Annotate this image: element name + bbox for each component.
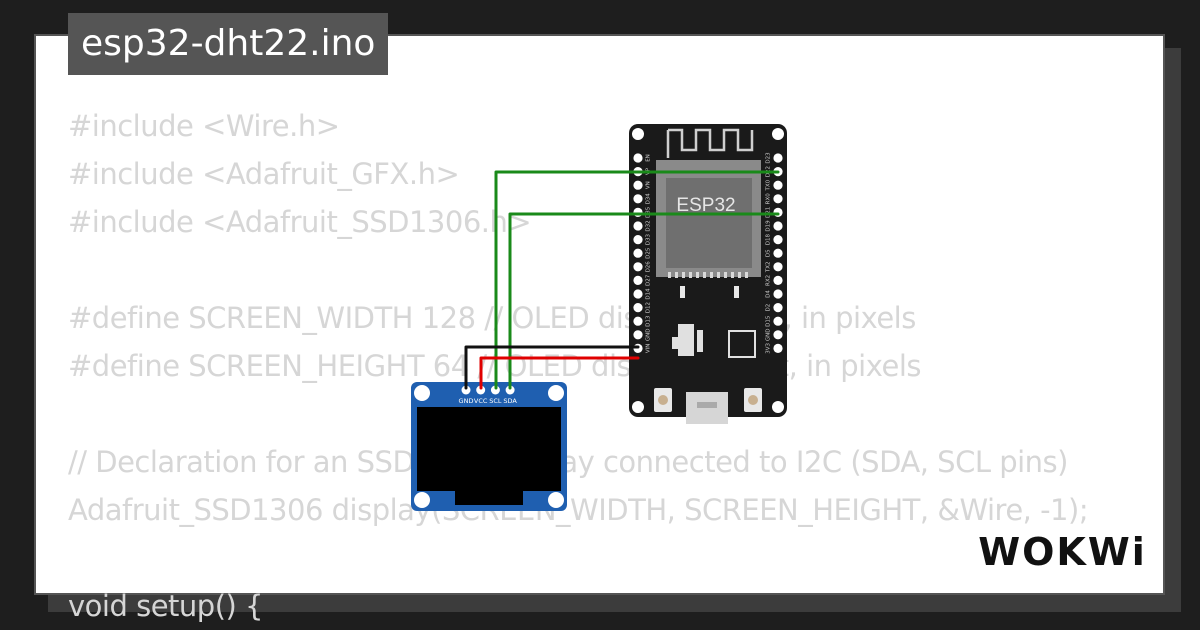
usb-uart-chip [728,330,756,358]
pin-d2[interactable] [773,303,783,313]
pin-d18[interactable] [773,235,783,245]
project-filename[interactable]: esp32-dht22.ino [68,13,389,75]
pin-en[interactable] [633,153,643,163]
pin-label: D33 [646,233,652,245]
code-line: void setup() { [68,589,264,623]
pin-label: D35 [646,206,652,218]
wires [464,170,780,390]
pin-d12[interactable] [633,303,643,313]
antenna-icon [666,128,754,158]
pin-d32[interactable] [633,221,643,231]
pin-d21[interactable] [773,207,783,217]
oled-pin-vcc[interactable] [476,385,486,395]
pin-label: D14 [646,288,652,300]
oled-pin-label: SDA [503,397,517,405]
pin-label: TX0 [766,179,772,191]
pin-label: RX0 [766,193,772,205]
pin-label: D32 [646,220,652,231]
oled-pin-label: SCL [489,397,502,405]
pin-label: D19 [766,220,772,232]
pin-d14[interactable] [633,289,643,299]
oled-pin-gnd[interactable] [461,385,471,395]
wire-sda [508,212,780,390]
oled-screen [417,407,561,491]
pin-label: D13 [646,315,652,327]
code-line: #include <Adafruit_SSD1306.h> [68,205,532,239]
pin-label: D34 [646,193,652,205]
pin-label: TX2 [766,261,772,273]
oled-pin-scl[interactable] [490,385,500,395]
pin-label: D23 [766,152,772,164]
pin-d26[interactable] [633,262,643,272]
pin-d27[interactable] [633,275,643,285]
pin-tx0[interactable] [773,180,783,190]
pin-label: D18 [766,233,772,245]
pin-label: D26 [646,261,652,273]
code-preview: #include <Wire.h> #include <Adafruit_GFX.… [68,102,1089,630]
pin-d5[interactable] [773,248,783,258]
pin-label: D4 [766,290,772,298]
pin-d15[interactable] [773,316,783,326]
pin-d19[interactable] [773,221,783,231]
pin-d35[interactable] [633,207,643,217]
code-line: #include <Wire.h> [68,109,340,143]
pin-rx2[interactable] [773,275,783,285]
pin-label: GND [766,328,772,341]
wokwi-logo: WOKWi [975,528,1150,576]
pin-label: D21 [766,207,772,218]
pin-label: EN [646,154,652,162]
pin-d13[interactable] [633,316,643,326]
oled-pin-label: GND [459,397,474,405]
pin-rx0[interactable] [773,194,783,204]
pin-label: D15 [766,315,772,327]
pin-tx2[interactable] [773,262,783,272]
pin-d34[interactable] [633,194,643,204]
pin-label: RX2 [766,275,772,286]
pin-label: D2 [766,304,772,312]
esp32-board[interactable]: ESP32 ENVPVND34D35D32D33D25D26D27D14D12D… [629,124,787,424]
pin-d4[interactable] [773,289,783,299]
pin-label: D27 [646,274,652,286]
pin-label: VN [646,181,652,189]
flex-connector [455,489,523,505]
pin-d33[interactable] [633,235,643,245]
pin-vn[interactable] [633,180,643,190]
oled-pin-sda[interactable] [505,385,515,395]
project-card[interactable] [34,34,1165,595]
pin-label: 3V3 [766,343,772,354]
wire-gnd [464,345,640,390]
pin-label: VIN [646,344,652,354]
pin-gnd[interactable] [773,330,783,340]
pin-label: D12 [646,302,652,313]
pin-3v3[interactable] [773,343,783,353]
pin-d25[interactable] [633,248,643,258]
regulator [678,324,694,356]
esp32-label: ESP32 [676,195,735,216]
wire-vcc [479,356,640,390]
pin-label: D25 [646,247,652,259]
oled-pin-label: VCC [474,397,488,405]
pin-gnd[interactable] [633,330,643,340]
pin-d23[interactable] [773,153,783,163]
wire-scl [494,170,780,390]
code-line: #include <Adafruit_GFX.h> [68,157,460,191]
pin-label: D5 [766,249,772,257]
pin-label: GND [646,328,652,341]
